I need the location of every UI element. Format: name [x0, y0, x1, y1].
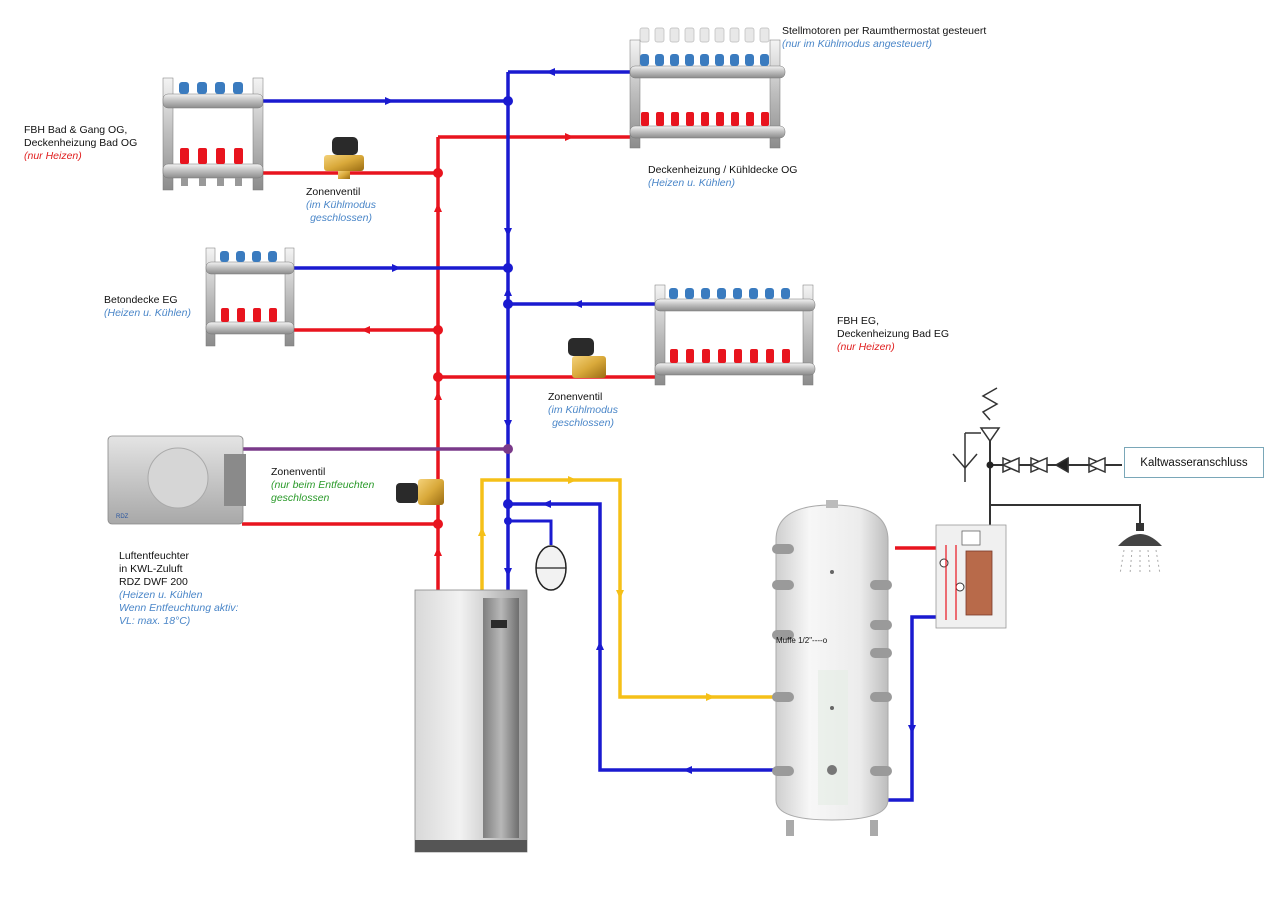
heat-pump-unit — [414, 589, 528, 853]
label-zonenventil-og: Zonenventil (im Kühlmodus geschlossen) — [306, 186, 376, 225]
manifold-fbh-eg — [654, 284, 816, 386]
betondecke-eg-note: (Heizen u. Kühlen) — [104, 307, 191, 319]
luftentfeuchter-line1: Luftentfeuchter — [119, 550, 190, 562]
fbh-og-line2: Deckenheizung Bad OG — [24, 137, 138, 149]
kaltwasseranschluss-label: Kaltwasseranschluss — [1140, 456, 1248, 469]
expansion-vessel — [535, 545, 567, 591]
manifold-fbh-og — [162, 77, 264, 191]
fbh-og-line1: FBH Bad & Gang OG, — [24, 124, 128, 136]
svg-text:RDZ: RDZ — [116, 514, 129, 520]
deckenheizung-og-note: (Heizen u. Kühlen) — [648, 177, 735, 189]
dehumidifier-unit: RDZ — [107, 435, 246, 525]
shower-head-icon — [1118, 523, 1162, 575]
manifold-betondecke-eg — [205, 247, 295, 347]
label-muffe: Muffe 1/2"----o — [776, 634, 827, 647]
stellmotoren-title: Stellmotoren per Raumthermostat gesteuer… — [782, 25, 987, 37]
label-fbh-og: FBH Bad & Gang OG, Deckenheizung Bad OG … — [24, 124, 137, 163]
label-betondecke-eg: Betondecke EG (Heizen u. Kühlen) — [104, 294, 191, 320]
fbh-eg-line1: FBH EG, — [837, 315, 880, 327]
safety-valve-group — [952, 387, 1001, 482]
betondecke-eg-title: Betondecke EG — [104, 294, 178, 306]
luftentfeuchter-note1: (Heizen u. Kühlen — [119, 589, 203, 601]
zone-valve-og — [324, 137, 364, 179]
zonenventil-og-note2: geschlossen) — [310, 212, 372, 224]
fbh-eg-line2: Deckenheizung Bad EG — [837, 328, 950, 340]
label-zonenventil-eg: Zonenventil (im Kühlmodus geschlossen) — [548, 391, 618, 430]
cold-water-valves — [1001, 456, 1107, 474]
kaltwasseranschluss-box: Kaltwasseranschluss — [1124, 447, 1264, 478]
pipe-junctions — [433, 96, 994, 529]
fbh-eg-note: (nur Heizen) — [837, 341, 895, 353]
label-zonenventil-entfeuchter: Zonenventil (nur beim Entfeuchten geschl… — [271, 466, 374, 505]
label-deckenheizung-og: Deckenheizung / Kühldecke OG (Heizen u. … — [648, 164, 797, 190]
zone-valve-eg — [568, 338, 606, 378]
manifold-decke-og — [629, 27, 786, 149]
zonenventil-entfeuchter-note2: geschlossen — [271, 492, 330, 504]
zonenventil-eg-note2: geschlossen) — [552, 417, 614, 429]
luftentfeuchter-note3: VL: max. 18°C) — [119, 615, 191, 627]
label-fbh-eg: FBH EG, Deckenheizung Bad EG (nur Heizen… — [837, 315, 949, 354]
zonenventil-eg-title: Zonenventil — [548, 391, 603, 403]
zonenventil-og-title: Zonenventil — [306, 186, 361, 198]
luftentfeuchter-line2: in KWL-Zuluft — [119, 563, 183, 575]
flow-arrows — [361, 68, 916, 774]
fresh-water-station — [935, 524, 1007, 629]
muffe-leader: ----o — [812, 636, 828, 645]
zonenventil-entfeuchter-title: Zonenventil — [271, 466, 326, 478]
zonenventil-entfeuchter-note1: (nur beim Entfeuchten — [271, 479, 375, 491]
luftentfeuchter-note2: Wenn Entfeuchtung aktiv: — [119, 602, 239, 614]
zone-valve-entfeuchter — [396, 479, 444, 505]
zonenventil-og-note1: (im Kühlmodus — [306, 199, 377, 211]
deckenheizung-og-title: Deckenheizung / Kühldecke OG — [648, 164, 798, 176]
label-stellmotoren: Stellmotoren per Raumthermostat gesteuer… — [782, 25, 986, 51]
stellmotoren-note: (nur im Kühlmodus angesteuert) — [782, 38, 932, 50]
label-luftentfeuchter: Luftentfeuchter in KWL-Zuluft RDZ DWF 20… — [119, 550, 238, 628]
muffe-text: Muffe 1/2" — [776, 636, 813, 645]
zonenventil-eg-note1: (im Kühlmodus — [548, 404, 619, 416]
fbh-og-note: (nur Heizen) — [24, 150, 82, 162]
buffer-storage-tank — [772, 500, 892, 836]
luftentfeuchter-line3: RDZ DWF 200 — [119, 576, 188, 588]
